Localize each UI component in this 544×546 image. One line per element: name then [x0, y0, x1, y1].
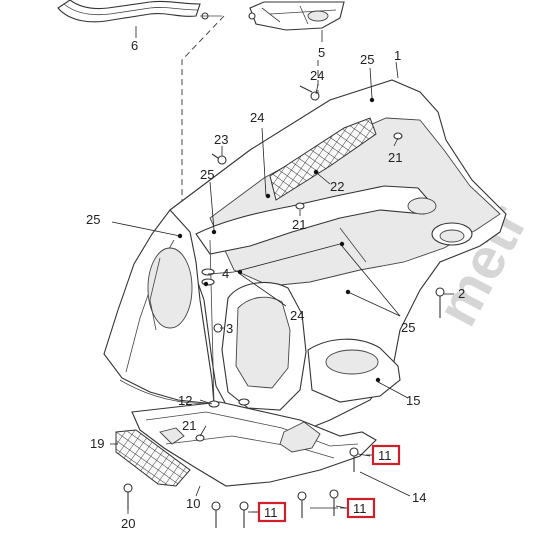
callout-labels: 1 2 3 4 5 6 10 11 11 11 12 14 15 19 20 2…: [86, 38, 465, 531]
callout-24b: 24: [250, 110, 264, 125]
callout-25b: 25: [200, 167, 214, 182]
callout-21b: 21: [292, 217, 306, 232]
callout-11b: 11: [264, 505, 278, 520]
callout-24a: 24: [310, 68, 324, 83]
callout-22: 22: [330, 179, 344, 194]
skid-plate-part-14: [131, 401, 377, 487]
callout-19: 19: [90, 436, 104, 451]
callout-25d: 25: [401, 320, 415, 335]
callout-20: 20: [121, 516, 135, 531]
part-5-bracket: [248, 1, 345, 42]
highlight-boxes: [257, 444, 401, 523]
callout-15: 15: [406, 393, 420, 408]
highlight-box-11c: [346, 497, 376, 519]
callout-21a: 21: [388, 150, 402, 165]
callout-12: 12: [178, 393, 192, 408]
callout-11c: 11: [353, 501, 367, 516]
part-19-grill: [115, 429, 191, 487]
callout-21c: 21: [182, 418, 196, 433]
part-6-hose: [57, 0, 222, 38]
callout-14: 14: [412, 490, 426, 505]
callout-24c: 24: [290, 308, 304, 323]
assembly-line: [181, 15, 225, 248]
highlight-box-11a: [371, 444, 401, 466]
callout-6: 6: [131, 38, 138, 53]
callout-23: 23: [214, 132, 228, 147]
callout-25a: 25: [360, 52, 374, 67]
callout-10: 10: [186, 496, 200, 511]
callout-2: 2: [458, 286, 465, 301]
callout-25c: 25: [86, 212, 100, 227]
part-11-dashes: [252, 454, 372, 513]
highlight-box-11b: [257, 501, 287, 523]
callout-11a: 11: [378, 448, 392, 463]
callout-dots: [177, 97, 381, 383]
callout-5: 5: [318, 45, 325, 60]
leader-lines: [110, 61, 454, 514]
belly-pan-assembly: [103, 79, 507, 433]
callout-1: 1: [394, 48, 401, 63]
callout-4: 4: [222, 266, 229, 281]
callout-3: 3: [226, 321, 233, 336]
